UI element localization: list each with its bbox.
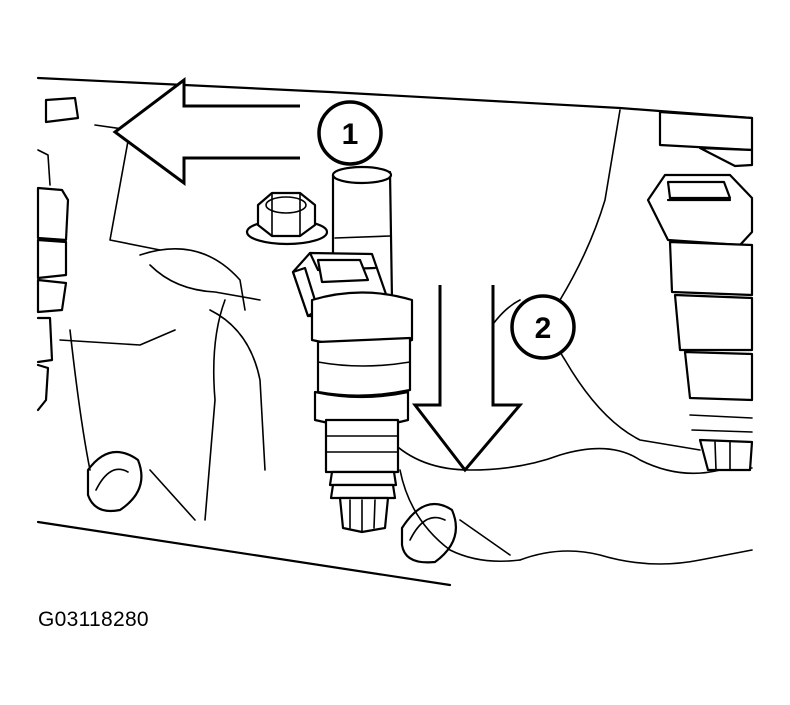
right-injector [646, 110, 754, 472]
callout-1-label: 1 [342, 118, 359, 151]
left-injector [36, 96, 80, 412]
callout-2-label: 2 [535, 312, 552, 345]
mounting-nut [245, 191, 329, 246]
center-injector [291, 165, 414, 534]
callout-1: 1 [317, 100, 383, 166]
callout-2: 2 [510, 294, 576, 360]
fuel-rail [36, 76, 754, 587]
seal-rings [86, 450, 511, 564]
figure-code: G03118280 [38, 608, 149, 631]
removal-direction-arrow-left [112, 76, 300, 186]
removal-direction-arrow-down [411, 285, 524, 473]
